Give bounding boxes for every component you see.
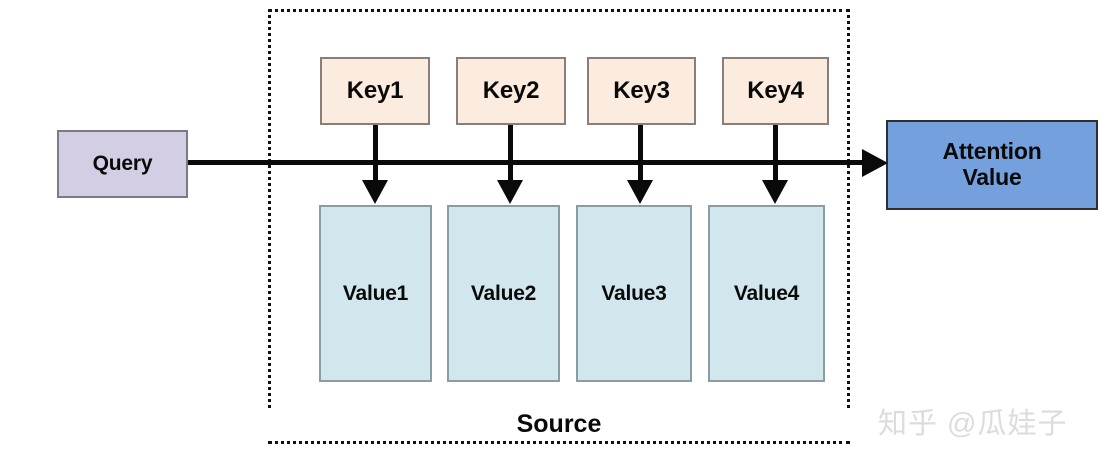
key3-node-label: Key3	[613, 76, 670, 104]
key1-to-value1-arrowhead-icon	[362, 180, 388, 204]
key4-node-label: Key4	[747, 76, 804, 104]
query-node: Query	[57, 130, 188, 198]
value1-node-label: Value1	[342, 281, 409, 305]
key3-to-value3-arrowhead-icon	[627, 180, 653, 204]
query-to-attention-line	[188, 160, 874, 165]
key2-to-value2-line	[508, 125, 513, 187]
key3-node: Key3	[587, 57, 696, 125]
attention-line-2: Value	[962, 164, 1022, 190]
value3-node: Value3	[576, 205, 692, 382]
key1-node-label: Key1	[346, 76, 404, 104]
value4-node-label: Value4	[733, 281, 800, 305]
key4-to-value4-arrowhead-icon	[762, 180, 788, 204]
key2-node: Key2	[456, 57, 566, 125]
key2-node-label: Key2	[482, 76, 540, 104]
key4-to-value4-line	[773, 125, 778, 187]
source-group-frame	[268, 9, 850, 444]
value3-node-label: Value3	[601, 281, 667, 305]
value4-node: Value4	[708, 205, 825, 382]
query-node-label: Query	[92, 152, 153, 176]
value2-node-label: Value2	[470, 281, 537, 305]
key1-to-value1-line	[373, 125, 378, 187]
source-group-label: Source	[268, 408, 850, 441]
attention-line-1: Attention	[942, 138, 1042, 165]
key1-node: Key1	[320, 57, 430, 125]
key4-node: Key4	[722, 57, 829, 125]
query-to-attention-arrowhead-icon	[862, 149, 888, 177]
attention-value-node-label: Attention Value	[942, 138, 1042, 191]
key2-to-value2-arrowhead-icon	[497, 180, 523, 204]
key3-to-value3-line	[638, 125, 643, 187]
attention-value-node: Attention Value	[886, 120, 1098, 210]
value1-node: Value1	[319, 205, 432, 382]
value2-node: Value2	[447, 205, 560, 382]
watermark: 知乎 @瓜娃子	[878, 408, 1068, 440]
